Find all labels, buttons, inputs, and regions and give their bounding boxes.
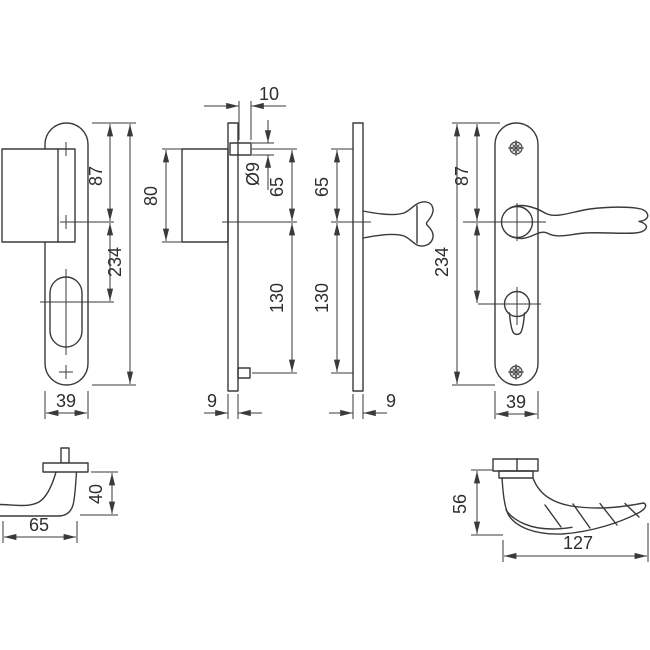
dim-label-234: 234: [105, 247, 125, 277]
view-lever-plate-front: 87 234 39: [432, 122, 649, 419]
dim-label-65: 65: [29, 515, 49, 535]
dim-label-234: 234: [432, 247, 452, 277]
dim-label-87: 87: [86, 166, 106, 186]
lever-handle-inner-edge: [505, 509, 573, 530]
dim-label-130: 130: [312, 283, 332, 313]
view-knob-plate-front: 87 234 39: [1, 122, 136, 419]
dim-label-dia9: Ø9: [243, 162, 263, 186]
lever-handle-outline: [501, 477, 647, 535]
rosette-profile: [492, 458, 539, 472]
spindle: [60, 447, 70, 464]
screw-ferrule-bottom: [237, 367, 251, 379]
dimension-lines: [162, 101, 297, 419]
dim-label-65: 65: [312, 177, 332, 197]
knob-handle-outline-bottom: [0, 471, 78, 517]
view-lever-handle-profile: 56 127: [450, 458, 649, 562]
knob-block-profile: [181, 148, 229, 243]
screw-head-top-icon: [508, 140, 524, 156]
view-lever-plate-side: 65 130 9: [312, 122, 434, 419]
plate-outline: [494, 122, 539, 386]
dim-label-9: 9: [386, 391, 396, 411]
dimension-lines: [2, 471, 118, 543]
dim-label-9: 9: [207, 391, 217, 411]
dimension-lines: [329, 148, 387, 419]
dimension-lines: [471, 469, 649, 562]
knob-block: [1, 148, 76, 243]
dim-label-56: 56: [450, 494, 470, 514]
rosette-collar: [498, 470, 534, 479]
dim-label-127: 127: [563, 533, 593, 553]
center-marks: [59, 142, 114, 379]
knob-handle-outline: [0, 471, 57, 507]
handle-base: [42, 462, 89, 473]
view-knob-plate-side: 80 10 Ø9 65 130 9: [141, 84, 297, 419]
dim-label-39: 39: [506, 392, 526, 412]
plate-profile: [352, 122, 364, 392]
knob-profile: [362, 201, 434, 247]
dimension-lines: [452, 122, 546, 419]
screw-ferrule-top: [229, 142, 252, 156]
screw-head-bottom-icon: [508, 364, 524, 380]
dim-label-65: 65: [267, 177, 287, 197]
lever-grip-grooves: [544, 502, 640, 529]
dimension-lines: [44, 122, 136, 419]
dim-label-39: 39: [56, 391, 76, 411]
dim-label-80: 80: [141, 186, 161, 206]
lever-handle: [509, 204, 649, 240]
dim-label-10: 10: [259, 84, 279, 104]
view-knob-handle-profile: 40 65: [0, 447, 118, 543]
dim-label-40: 40: [86, 484, 106, 504]
dim-label-130: 130: [267, 283, 287, 313]
cylinder-hole-slot: [508, 312, 526, 336]
dim-label-87: 87: [452, 166, 472, 186]
plate-profile: [227, 122, 239, 392]
